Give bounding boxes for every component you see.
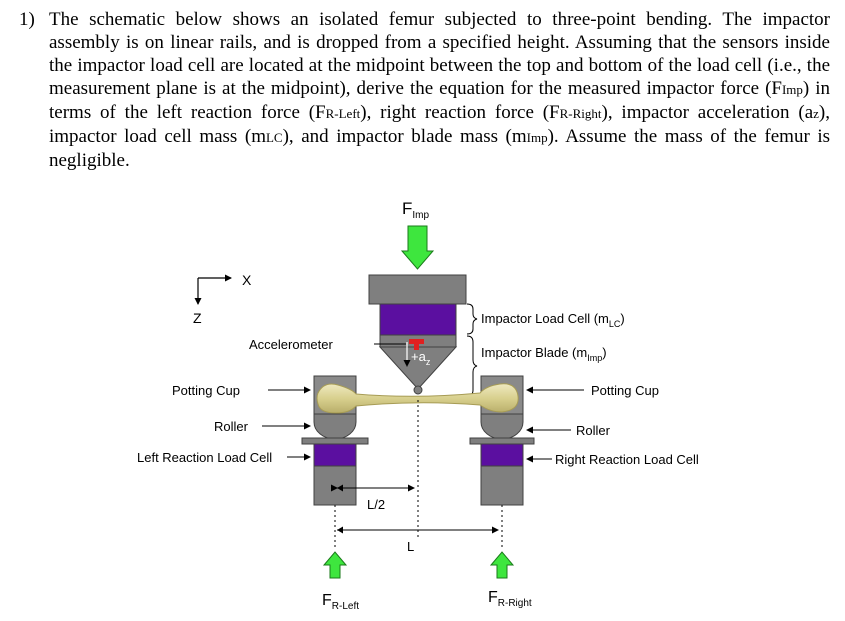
potting-cup-left-label: Potting Cup bbox=[172, 383, 240, 398]
accelerometer bbox=[409, 339, 424, 350]
problem-text-run: ) in terms of the left reaction force (F bbox=[49, 78, 830, 123]
roller-right-label: Roller bbox=[576, 423, 611, 438]
impactor-force-arrow bbox=[400, 225, 435, 270]
accelerometer-label: Accelerometer bbox=[249, 337, 333, 352]
problem-text-run: ), and impactor blade mass (m bbox=[282, 126, 527, 147]
impactor-blade-label: Impactor Blade (mImp) bbox=[481, 345, 607, 363]
half-span-label: L/2 bbox=[367, 497, 385, 512]
impactor-top-block bbox=[368, 274, 467, 305]
problem-text-subscript: Imp bbox=[526, 130, 548, 145]
problem-text-run: ), impactor acceleration (a bbox=[601, 102, 814, 123]
left-roller bbox=[313, 413, 357, 440]
roller-left-label: Roller bbox=[214, 419, 249, 434]
problem-text-subscript: z bbox=[813, 106, 819, 121]
span-label: L bbox=[407, 539, 414, 554]
z-axis-label: Z bbox=[193, 310, 202, 326]
problem-text-subscript: R-Left bbox=[325, 106, 361, 121]
impactor-load-cell-label: Impactor Load Cell (mLC) bbox=[481, 311, 625, 329]
problem-text-run: The schematic below shows an isolated fe… bbox=[49, 9, 830, 99]
potting-cup-right-label: Potting Cup bbox=[591, 383, 659, 398]
impactor-load-cell bbox=[379, 303, 457, 336]
f-imp-label: FImp bbox=[402, 199, 429, 221]
femur bbox=[316, 383, 519, 414]
left-load-cell-label: Left Reaction Load Cell bbox=[137, 450, 272, 465]
f-right-label: FR-Right bbox=[488, 589, 532, 609]
problem-text-subscript: R-Right bbox=[559, 106, 602, 121]
f-left-label: FR-Left bbox=[322, 592, 359, 612]
problem-number: 1) bbox=[19, 9, 35, 30]
problem-text-run: ), impactor load cell mass (m bbox=[49, 102, 830, 147]
x-axis-label: X bbox=[242, 272, 252, 288]
right-reaction-arrow bbox=[489, 551, 515, 579]
right-roller bbox=[480, 413, 524, 440]
right-load-cell-label: Right Reaction Load Cell bbox=[555, 452, 699, 467]
problem-text-subscript: LC bbox=[265, 130, 283, 145]
coordinate-axes: X Z bbox=[193, 272, 252, 326]
right-reaction-load-cell bbox=[480, 443, 524, 467]
problem-text: The schematic below shows an isolated fe… bbox=[49, 8, 830, 172]
problem-text-run: ), right reaction force (F bbox=[360, 102, 560, 123]
problem-text-subscript: Imp bbox=[781, 82, 803, 97]
left-reaction-load-cell bbox=[313, 443, 357, 467]
impactor-assembly: +az bbox=[368, 274, 467, 395]
accel-label: +az bbox=[411, 349, 431, 367]
left-reaction-arrow bbox=[322, 551, 348, 579]
problem-text-run: ). Assume the mass of the femur is negli… bbox=[49, 126, 830, 171]
